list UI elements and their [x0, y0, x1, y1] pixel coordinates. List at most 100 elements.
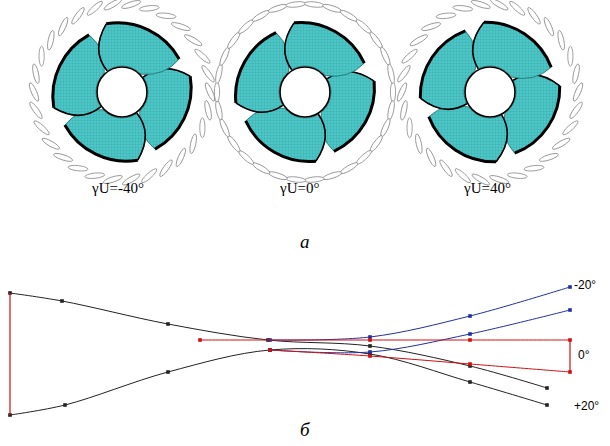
blade-edge — [429, 117, 496, 162]
panel-letter: а — [300, 232, 310, 253]
guide-vane — [453, 5, 473, 12]
guide-vane — [568, 46, 573, 66]
guide-vane — [156, 12, 176, 19]
profile-point — [468, 338, 472, 342]
guide-vane — [41, 136, 61, 151]
blade-edge — [473, 22, 484, 69]
guide-vane — [379, 46, 392, 66]
guide-vane — [304, 1, 324, 8]
profile-point — [545, 386, 549, 390]
profile-line — [270, 310, 570, 353]
blade-edge — [420, 31, 465, 98]
guide-vane — [526, 6, 542, 25]
blade-mesh — [65, 110, 145, 162]
guide-vane — [57, 16, 70, 36]
guide-vane — [507, 172, 527, 179]
guide-vane — [46, 30, 55, 51]
guide-vane — [386, 100, 395, 121]
guide-vane — [508, 0, 526, 17]
guide-vane — [436, 12, 456, 19]
blade-edge — [99, 24, 107, 71]
guide-vane — [158, 159, 174, 178]
impeller-figure — [396, 0, 585, 187]
guide-vane — [557, 30, 566, 51]
guide-vane — [218, 46, 231, 66]
guide-vane — [561, 119, 579, 136]
guide-vane — [28, 101, 44, 120]
guide-vane — [189, 133, 198, 154]
blade-edge — [420, 98, 467, 109]
guide-vane — [489, 0, 509, 12]
blade-edge — [334, 81, 375, 151]
profile-point — [63, 403, 67, 407]
blade-edge — [155, 76, 191, 149]
guide-vane — [203, 100, 212, 121]
guide-vane — [68, 165, 88, 172]
angle-label: -20° — [574, 279, 596, 292]
guide-vane — [542, 16, 555, 36]
guide-vane — [28, 82, 41, 102]
guide-vane — [524, 165, 544, 172]
guide-vane — [267, 3, 288, 14]
guide-vane — [139, 5, 159, 12]
guide-vane — [470, 0, 491, 10]
profile-point — [468, 332, 472, 336]
guide-vane — [386, 63, 395, 84]
blade-edge — [316, 114, 325, 161]
angle-label: γU=0° — [280, 180, 319, 197]
guide-vane — [407, 118, 412, 138]
blade-edge — [484, 22, 551, 67]
angle-label: γU=-40° — [92, 180, 144, 197]
profile-point — [468, 362, 472, 366]
guide-vane — [39, 46, 44, 66]
guide-vane — [171, 21, 192, 32]
profile-point — [468, 314, 472, 318]
guide-vane — [85, 172, 105, 179]
guide-vane — [539, 152, 560, 163]
guide-vane — [200, 118, 205, 138]
guide-vane — [121, 0, 142, 10]
guide-vane — [322, 170, 343, 181]
angle-label: +20° — [574, 400, 599, 413]
guide-vane — [200, 64, 216, 83]
profile-point — [568, 285, 572, 289]
guide-vane — [438, 159, 454, 178]
guide-vane — [32, 119, 50, 136]
blade-mesh — [99, 23, 179, 75]
blade-edge — [285, 23, 294, 70]
profile-edge — [9, 293, 10, 415]
profile-point — [368, 338, 372, 342]
profile-edge — [569, 340, 570, 372]
guide-vane — [53, 152, 74, 163]
guide-vane — [267, 170, 288, 181]
profile-point — [268, 348, 272, 352]
blade-edge — [246, 121, 316, 162]
impeller-figure — [28, 0, 217, 187]
guide-vane — [286, 1, 306, 8]
profile-point — [468, 380, 472, 384]
guide-vane — [400, 48, 418, 65]
guide-vane — [86, 0, 104, 17]
guide-vane — [379, 118, 392, 138]
blade-edge — [294, 23, 364, 64]
guide-vane — [414, 133, 423, 154]
guide-vane — [572, 82, 585, 102]
guide-vane — [214, 82, 219, 102]
profile-point — [268, 348, 272, 352]
blade-edge — [236, 103, 283, 112]
angle-label: 0° — [578, 349, 589, 362]
guide-vane — [568, 101, 584, 120]
profile-line — [270, 350, 570, 372]
guide-vane — [31, 63, 40, 84]
blade-edge — [65, 125, 138, 161]
guide-vane — [218, 118, 231, 138]
blade-edge — [236, 33, 277, 103]
guide-vane — [551, 136, 571, 151]
blade-mesh — [140, 69, 192, 149]
angle-label: γU=40° — [464, 180, 511, 197]
profile-point — [545, 403, 549, 407]
profile-point — [166, 370, 170, 374]
guide-vane — [214, 100, 223, 121]
impeller-figure — [214, 1, 395, 183]
profile-point — [166, 322, 170, 326]
